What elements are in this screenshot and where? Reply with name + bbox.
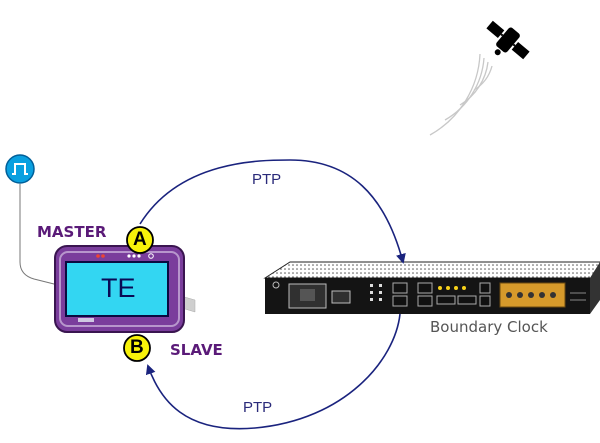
slave-label: SLAVE xyxy=(170,341,223,359)
pulse-connector xyxy=(19,184,59,286)
ptp-label-bottom: PTP xyxy=(243,399,273,416)
ptp-arrow-bottom xyxy=(145,313,401,430)
port-b-label: B xyxy=(130,337,144,358)
port-b-badge xyxy=(123,334,151,362)
tester-label: TE xyxy=(101,273,136,303)
port-a-badge xyxy=(126,226,154,254)
port-a-label: A xyxy=(133,229,147,250)
signal-waves-icon xyxy=(429,53,493,136)
clock-pulse-icon xyxy=(5,154,35,184)
satellite-icon xyxy=(486,20,530,60)
network-switch-icon xyxy=(263,261,600,314)
master-label: MASTER xyxy=(37,223,107,241)
ptp-label-top: PTP xyxy=(252,171,282,188)
tester-device-icon xyxy=(54,245,196,333)
boundary-clock-label: Boundary Clock xyxy=(430,318,548,336)
ptp-arrow-top xyxy=(139,159,406,264)
